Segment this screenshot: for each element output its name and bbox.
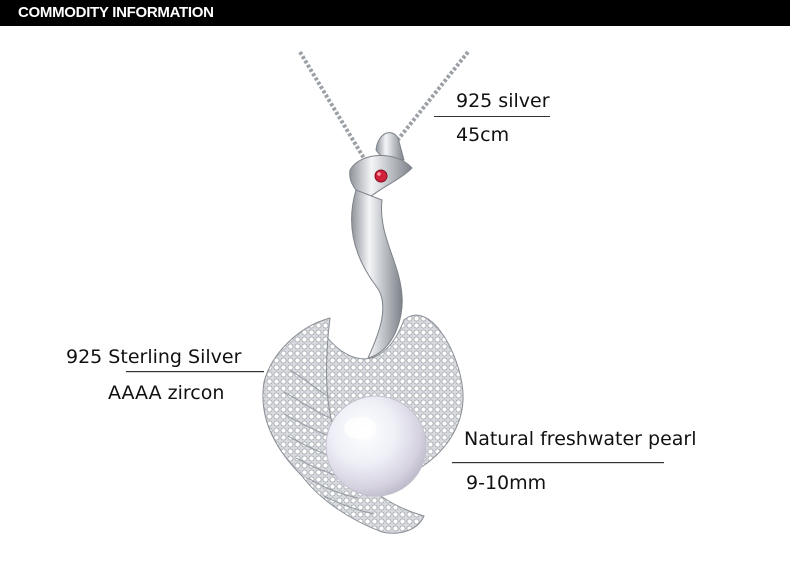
chain-pointer-line <box>434 116 550 117</box>
stone-label: AAAA zircon <box>108 382 225 404</box>
body-pointer-line <box>126 371 264 373</box>
pearl-pointer-line <box>452 462 664 464</box>
pearl-type-label: Natural freshwater pearl <box>464 428 697 450</box>
chain-length-label: 45cm <box>456 124 510 146</box>
pearl <box>325 395 427 497</box>
header-title: COMMODITY INFORMATION <box>18 4 214 21</box>
pearl-size-label: 9-10mm <box>466 472 547 494</box>
body-material-label: 925 Sterling Silver <box>66 346 242 368</box>
bird-head <box>349 132 413 201</box>
header-bar: COMMODITY INFORMATION <box>0 0 790 26</box>
ruby-eye-icon <box>374 169 388 183</box>
swan-neck <box>351 189 403 359</box>
chain <box>298 50 470 162</box>
chain-material-label: 925 silver <box>456 90 550 112</box>
